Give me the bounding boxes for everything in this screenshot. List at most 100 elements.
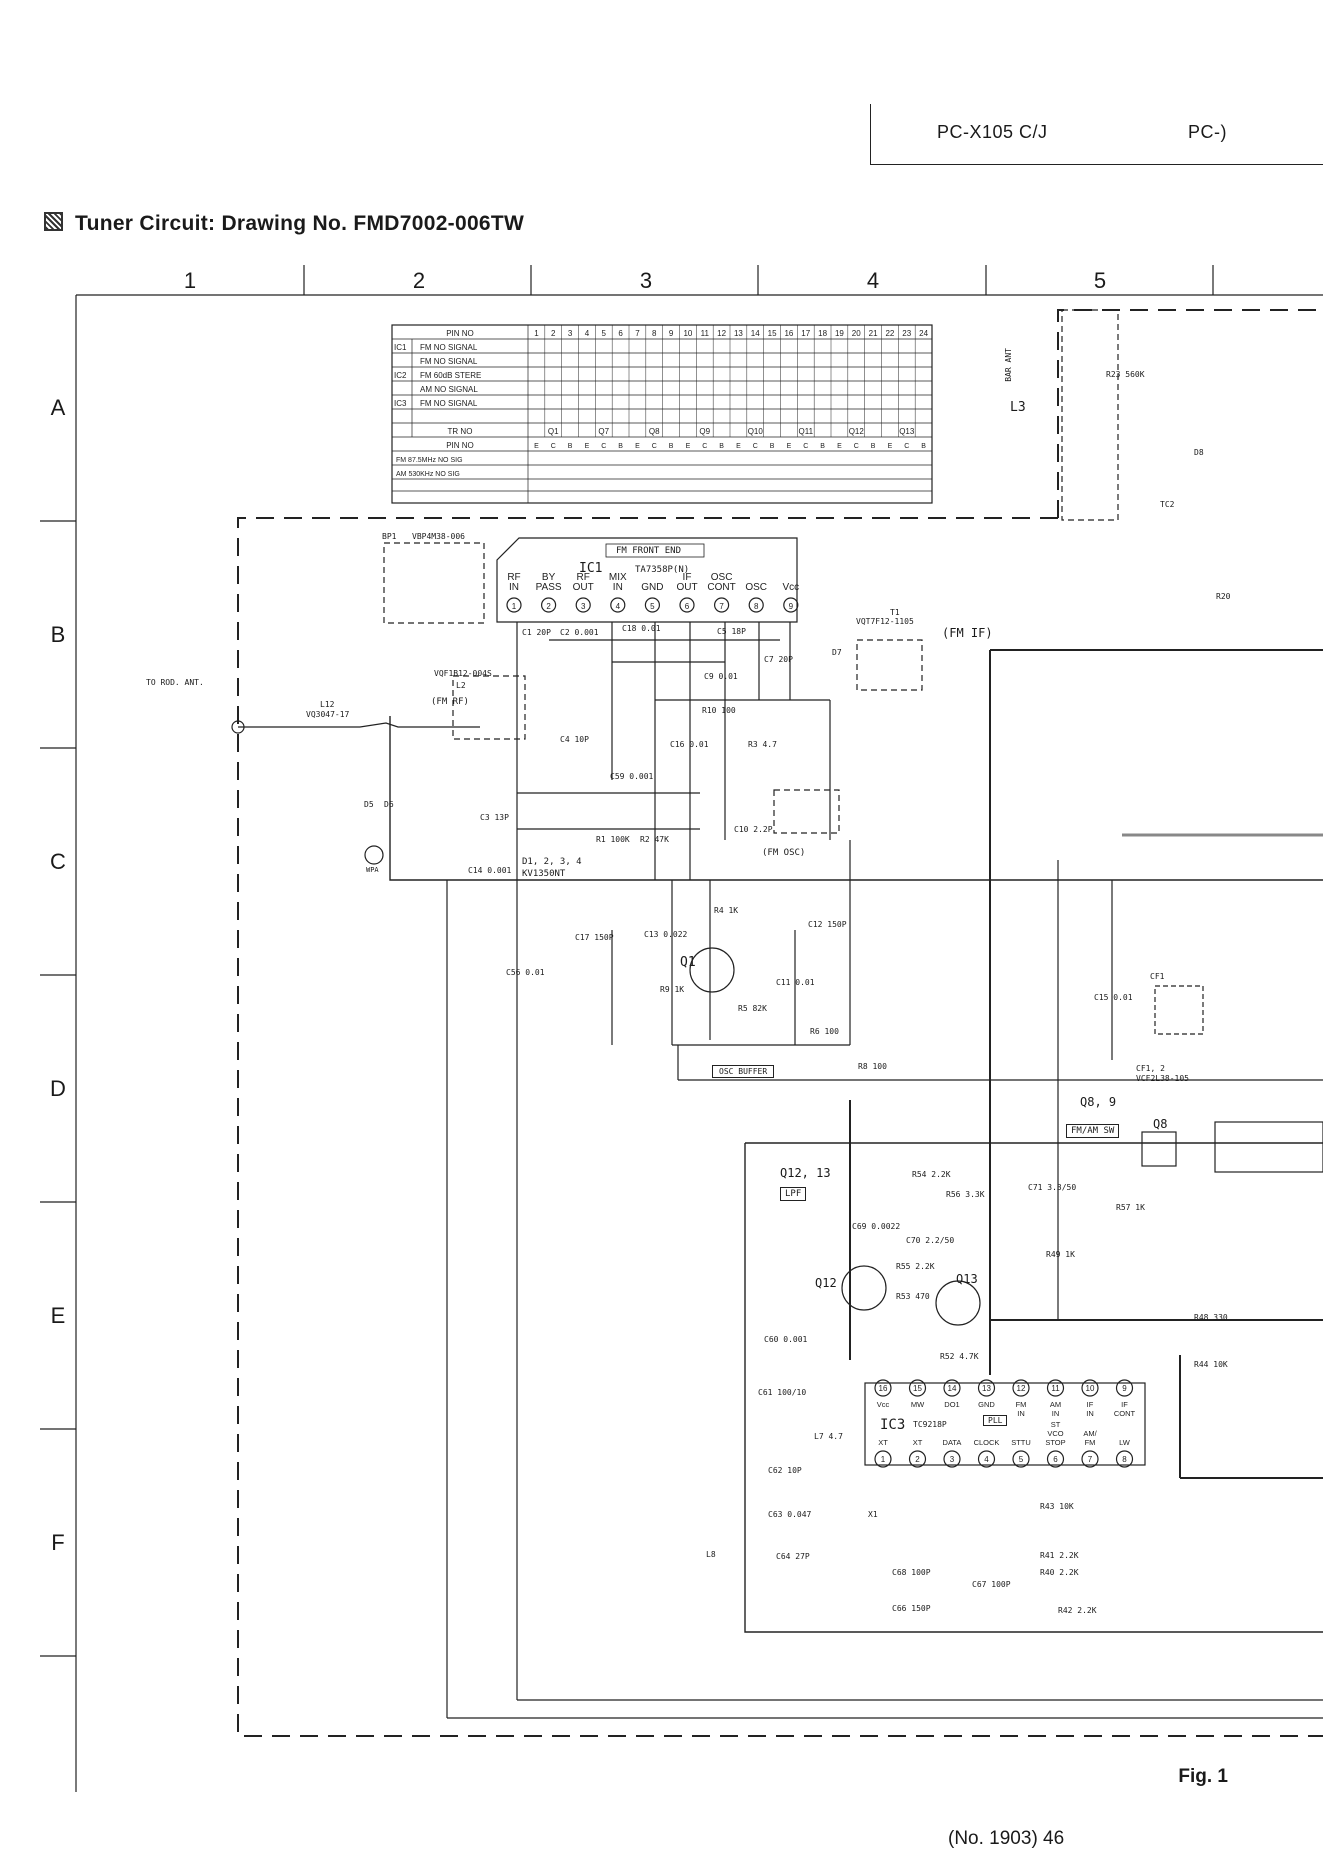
ic3-pin-label: DO1 — [944, 1400, 959, 1409]
bp1-label: BP1 — [382, 532, 397, 541]
ic3-pin-number: 15 — [913, 1384, 922, 1393]
grid-column-3: 3 — [639, 268, 653, 293]
grid-column-2: 2 — [412, 268, 426, 293]
ic1-pin — [783, 597, 799, 613]
r55-label: R55 2.2K — [896, 1262, 935, 1271]
ic1-pin-number: 4 — [616, 602, 621, 611]
ic1-pin-number: 9 — [789, 602, 794, 611]
q8-9-label: Q8, 9 — [1080, 1095, 1117, 1109]
table-ecb: B — [719, 443, 724, 450]
table-ecb: C — [803, 443, 808, 450]
c12-label: C12 150P — [808, 920, 847, 929]
ic1-pin — [575, 597, 591, 613]
ic3-name: IC3 — [880, 1417, 906, 1433]
r6-label: R6 100 — [810, 1027, 839, 1036]
grid-row-f: F — [51, 1530, 65, 1555]
r10-label: R10 100 — [702, 706, 736, 715]
c67-label: C67 100P — [972, 1580, 1011, 1589]
ic3-pin-number: 2 — [915, 1455, 920, 1464]
table-transistor: Q7 — [598, 427, 609, 436]
c17-label: C17 150P — [575, 933, 614, 942]
ic1-pin-label: OSC — [711, 572, 733, 583]
ic1-pin — [644, 597, 661, 613]
r2-label: R2 47K — [640, 835, 669, 844]
ic1-pin-label: RF — [507, 572, 520, 583]
grid-row-a: A — [50, 395, 66, 420]
c63-label: C63 0.047 — [768, 1510, 812, 1519]
l7-label: L7 4.7 — [814, 1432, 843, 1441]
t1-label: T1 — [890, 608, 900, 617]
ic3-pin-label: CLOCK — [974, 1438, 1000, 1447]
q1-symbol — [689, 947, 735, 993]
table-ecb: E — [686, 443, 691, 450]
ic1-pin-number: 3 — [581, 602, 586, 611]
ic3-pin-number: 13 — [982, 1384, 991, 1393]
table-transistor: Q12 — [849, 427, 865, 436]
table-ecb: C — [652, 443, 657, 450]
r43-label: R43 10K — [1040, 1502, 1074, 1511]
r5-label: R5 82K — [738, 1004, 767, 1013]
table-pin-number: 12 — [717, 329, 726, 338]
table-ecb: C — [854, 443, 859, 450]
tc2-label: TC2 — [1160, 500, 1175, 509]
x1-label: X1 — [868, 1510, 878, 1519]
c1-label: C1 20P — [522, 628, 551, 637]
ic3-pin-label: STOP — [1045, 1438, 1065, 1447]
ic3-pin-number: 1 — [881, 1455, 886, 1464]
ic3-pin-number: 4 — [984, 1455, 989, 1464]
table-transistor: Q10 — [748, 427, 764, 436]
c14-label: C14 0.001 — [468, 866, 512, 875]
table-ecb: B — [921, 443, 926, 450]
c9-label: C9 0.01 — [704, 672, 738, 681]
table-transistor: Q13 — [899, 427, 915, 436]
table-pin-number: 7 — [635, 329, 640, 338]
q12-symbol — [841, 1265, 887, 1311]
page-number: (No. 1903) 46 — [948, 1828, 1065, 1849]
table-tr-header: TR NO — [448, 427, 473, 436]
table-pin-number: 18 — [818, 329, 827, 338]
c7-label: C7 20P — [764, 655, 793, 664]
ic3-pin-label: XT — [878, 1438, 888, 1447]
r40-label: R40 2.2K — [1040, 1568, 1079, 1577]
ic3-pin-label: IN — [1052, 1409, 1060, 1418]
to-rod-ant-label: TO ROD. ANT. — [146, 678, 204, 687]
ic1-pin-number: 8 — [754, 602, 759, 611]
c16-label: C16 0.01 — [670, 740, 709, 749]
ic1-pin-label: IN — [613, 582, 623, 593]
table-ecb: C — [551, 443, 556, 450]
ic3-pin-label: IN — [1017, 1409, 1025, 1418]
cf12-label: CF1, 2 — [1136, 1064, 1165, 1073]
table-pin-number: 10 — [683, 329, 692, 338]
ic3-pin-number: 10 — [1086, 1384, 1095, 1393]
c69-label: C69 0.0022 — [852, 1222, 901, 1231]
r8-label: R8 100 — [858, 1062, 887, 1071]
ic1-pin-label: IN — [509, 582, 519, 593]
r9-label: R9 1K — [660, 985, 685, 994]
table-ic-group: IC2 — [394, 371, 407, 380]
ic3-pin — [1012, 1379, 1030, 1397]
ic3-pin-label: FM — [1016, 1400, 1027, 1409]
ic1-pin-label: GND — [641, 582, 663, 593]
table-pin-number: 6 — [618, 329, 623, 338]
ic1-pin-number: 5 — [650, 602, 655, 611]
c18-label: C18 0.01 — [622, 624, 661, 633]
grid-row-e: E — [50, 1303, 66, 1328]
table-ecb: C — [601, 443, 606, 450]
table-pin-number: 2 — [551, 329, 556, 338]
l8-label: L8 — [706, 1550, 716, 1559]
ic1-name: IC1 — [579, 561, 603, 576]
ic3-pin — [1115, 1379, 1134, 1397]
q1-label: Q1 — [680, 955, 696, 970]
ic1-pin — [679, 597, 695, 613]
c60-label: C60 0.001 — [764, 1335, 808, 1344]
q8-symbol — [1141, 1131, 1177, 1167]
varicap-part-label: KV1350NT — [522, 869, 566, 879]
table-transistor: Q9 — [699, 427, 710, 436]
d8-label: D8 — [1194, 448, 1204, 457]
t1-part-label: VQT7F12-1105 — [856, 617, 914, 626]
r3-label: R3 4.7 — [748, 740, 777, 749]
q12-label: Q12 — [815, 1276, 837, 1290]
model-header-box — [870, 104, 1323, 165]
ic3-pin-label: CONT — [1114, 1409, 1136, 1418]
